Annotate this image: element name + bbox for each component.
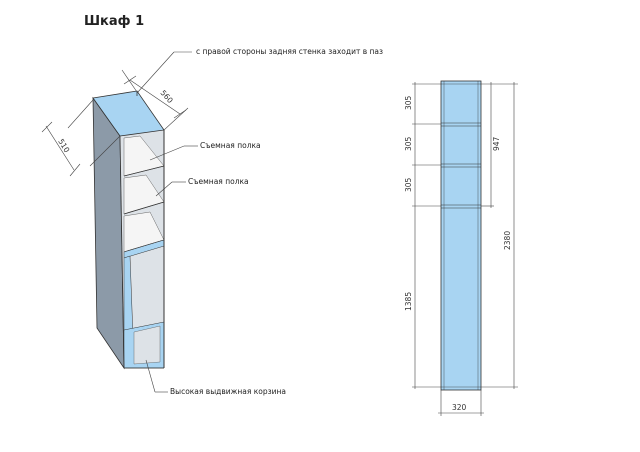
dim-sec4: 1385 [404,292,413,311]
label-basket: Высокая выдвижная корзина [170,387,286,396]
iso-cabinet [92,90,165,370]
front-dims-left: 305 305 305 1385 [404,82,441,389]
dim-sec3: 305 [404,177,413,192]
dim-upper-total: 947 [492,136,501,151]
shelf-edge [123,165,165,177]
page-title: Шкаф 1 [84,14,145,29]
cabinet-edge [119,135,125,369]
label-shelf-2: Съемная полка [188,177,249,186]
dim-total-height: 2380 [503,231,512,250]
dim-sec2: 305 [404,136,413,151]
label-shelf-1: Съемная полка [200,141,261,150]
front-elevation [440,80,482,391]
shelf-edge [123,201,165,215]
basket-inner [133,325,161,365]
label-back-wall: с правой стороны задняя стенка заходит в… [196,47,383,56]
dim-sec1: 305 [404,95,413,110]
front-dim-width: 320 [438,390,484,416]
dim-width: 320 [452,403,467,412]
annotation-shelf-2: Съемная полка [155,177,249,197]
cabinet-side-panel [92,96,125,370]
annotation-back-wall: с правой стороны задняя стенка заходит в… [136,47,383,94]
front-dims-right: 947 2380 [481,82,518,389]
dim-560: 560 [159,88,175,105]
front-panel [440,80,482,391]
annotation-shelf-1: Съемная полка [149,141,261,161]
annotation-basket: Высокая выдвижная корзина [145,359,286,396]
